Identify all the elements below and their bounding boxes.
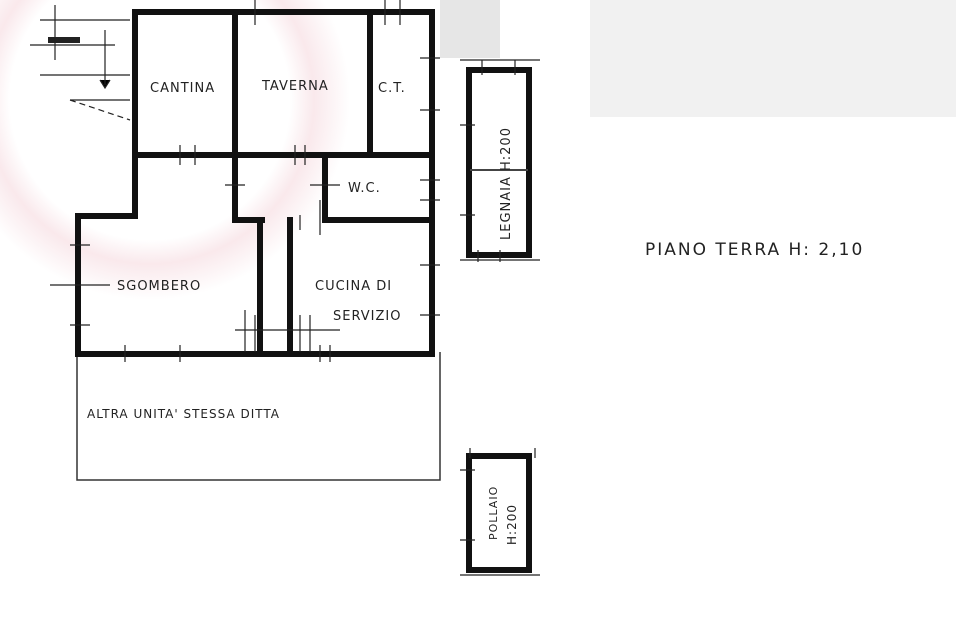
room-label-wc: W.C. [348, 181, 381, 196]
plan-title: PIANO TERRA H: 2,10 [645, 240, 864, 260]
room-label-altra-unita: ALTRA UNITA' STESSA DITTA [87, 407, 280, 421]
blur-patch [440, 0, 500, 58]
room-label-ct: C.T. [378, 81, 406, 96]
dimension-ticks [30, 0, 540, 576]
blur-patch-large [590, 0, 956, 117]
room-label-cantina: CANTINA [150, 81, 215, 96]
room-label-pollaio: POLLAIO [487, 486, 500, 540]
room-label-pollaio-height: H:200 [505, 504, 519, 545]
room-label-legnaia: LEGNAIA H:200 [499, 127, 514, 240]
room-label-servizio: SERVIZIO [333, 309, 402, 324]
room-label-cucina: CUCINA DI [315, 279, 392, 294]
room-label-taverna: TAVERNA [261, 79, 329, 94]
altra-unita-outline [76, 352, 441, 481]
room-label-sgombero: SGOMBERO [117, 279, 201, 294]
